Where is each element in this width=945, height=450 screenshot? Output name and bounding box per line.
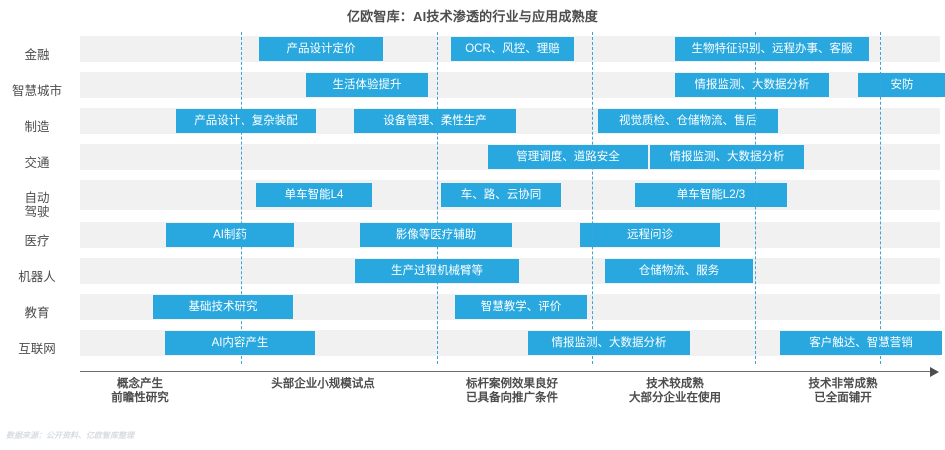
stage-divider bbox=[880, 32, 881, 364]
industry-label: 机器人 bbox=[18, 270, 56, 284]
application-box[interactable]: 产品设计定价 bbox=[259, 37, 383, 61]
application-box[interactable]: 设备管理、柔性生产 bbox=[354, 109, 516, 133]
industry-label: 自动驾驶 bbox=[24, 191, 50, 219]
stage-divider bbox=[241, 32, 242, 364]
application-box[interactable]: 安防 bbox=[858, 73, 945, 97]
application-box[interactable]: 产品设计、复杂装配 bbox=[176, 109, 316, 133]
application-box[interactable]: 情报监测、大数据分析 bbox=[675, 73, 829, 97]
application-box[interactable]: 单车智能L2/3 bbox=[635, 183, 787, 207]
application-box[interactable]: 仓储物流、服务 bbox=[605, 259, 753, 283]
stage-label: 概念产生前瞻性研究 bbox=[111, 378, 169, 404]
industry-label: 制造 bbox=[24, 120, 50, 134]
application-box[interactable]: AI内容产生 bbox=[165, 331, 315, 355]
application-box[interactable]: 单车智能L4 bbox=[256, 183, 372, 207]
stage-divider bbox=[592, 32, 593, 364]
stage-label: 技术较成熟大部分企业在使用 bbox=[629, 378, 721, 404]
page-title: 亿欧智库：AI技术渗透的行业与应用成熟度 bbox=[346, 9, 598, 24]
application-box[interactable]: 视觉质检、仓储物流、售后 bbox=[598, 109, 778, 133]
stage-label: 标杆案例效果良好已具备向推广条件 bbox=[466, 378, 558, 404]
industry-label: 智慧城市 bbox=[11, 84, 62, 98]
application-box[interactable]: 情报监测、大数据分析 bbox=[650, 145, 804, 169]
application-box[interactable]: 影像等医疗辅助 bbox=[360, 223, 512, 247]
stage-divider bbox=[755, 32, 756, 364]
industry-label: 互联网 bbox=[18, 342, 56, 356]
application-box[interactable]: AI制药 bbox=[166, 223, 294, 247]
application-box[interactable]: 客户触达、智慧营销 bbox=[780, 331, 942, 355]
stage-label: 头部企业小规模试点 bbox=[271, 378, 375, 390]
application-box[interactable]: 生活体验提升 bbox=[306, 73, 428, 97]
industry-label: 教育 bbox=[24, 306, 50, 320]
industry-label: 交通 bbox=[24, 156, 50, 170]
application-box[interactable]: 智慧教学、评价 bbox=[455, 295, 587, 319]
industry-label: 金融 bbox=[24, 48, 50, 62]
application-box[interactable]: OCR、风控、理赔 bbox=[451, 37, 574, 61]
application-box[interactable]: 生物特征识别、远程办事、客服 bbox=[675, 37, 869, 61]
source-note: 数据来源：公开资料、亿欧智库整理 bbox=[6, 431, 134, 440]
application-box[interactable]: 情报监测、大数据分析 bbox=[528, 331, 690, 355]
application-box[interactable]: 车、路、云协同 bbox=[441, 183, 561, 207]
industry-label: 医疗 bbox=[24, 234, 50, 248]
stage-divider bbox=[437, 32, 438, 364]
application-box[interactable]: 基础技术研究 bbox=[153, 295, 293, 319]
x-axis-line bbox=[80, 371, 935, 372]
x-axis-arrow-icon bbox=[930, 366, 939, 377]
stage-label: 技术非常成熟已全面铺开 bbox=[808, 378, 878, 404]
application-box[interactable]: 管理调度、道路安全 bbox=[488, 145, 648, 169]
application-box[interactable]: 远程问诊 bbox=[580, 223, 720, 247]
